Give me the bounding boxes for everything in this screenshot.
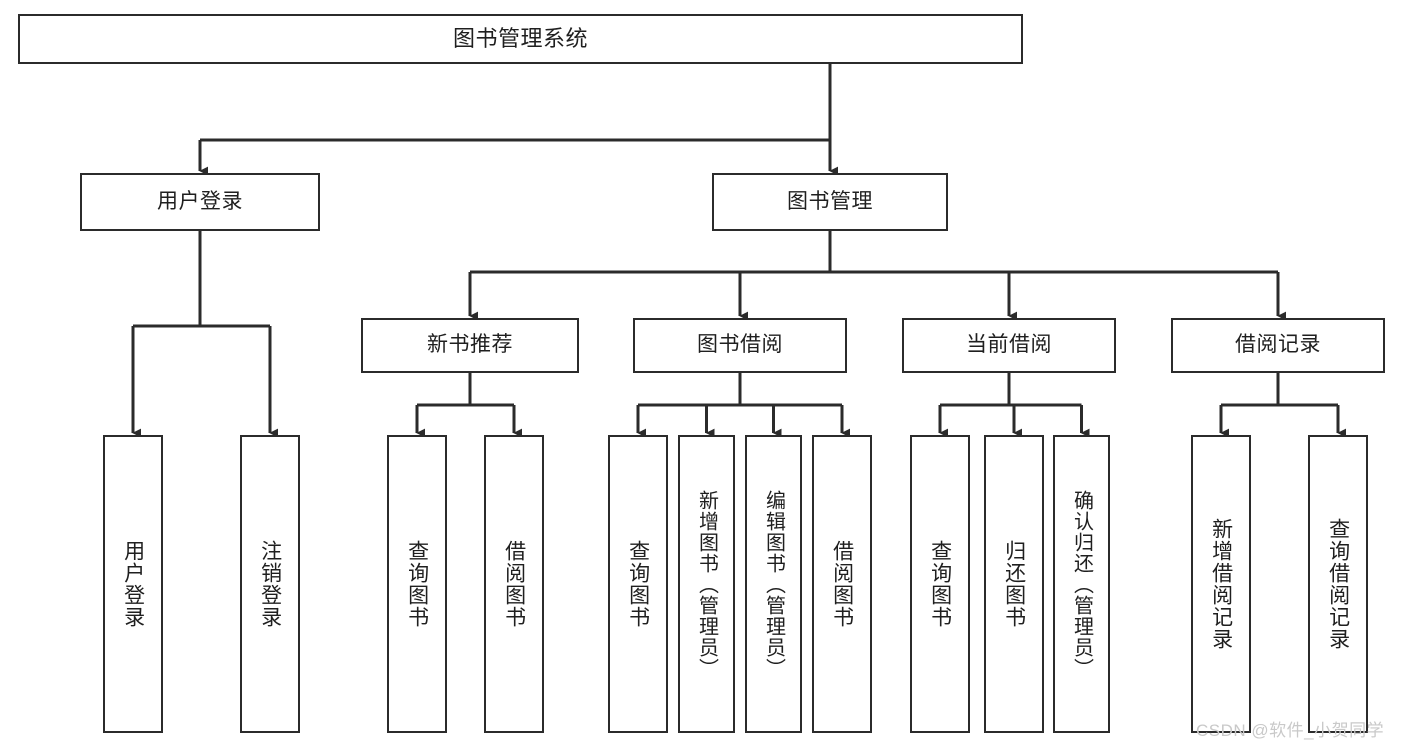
node-root-system[interactable]: 图书管理系统 [18, 14, 1023, 64]
node-user-login[interactable]: 用户登录 [80, 173, 320, 231]
node-leaf-user-logout[interactable]: 注销登录 [240, 435, 300, 733]
node-label: 查询图书 [928, 540, 952, 628]
node-book-manage[interactable]: 图书管理 [712, 173, 948, 231]
node-leaf-user-login[interactable]: 用户登录 [103, 435, 163, 733]
node-leaf-query-book-1[interactable]: 查询图书 [387, 435, 447, 733]
node-book-borrow[interactable]: 图书借阅 [633, 318, 847, 373]
node-leaf-query-book-2[interactable]: 查询图书 [608, 435, 668, 733]
node-new-book-recommend[interactable]: 新书推荐 [361, 318, 579, 373]
node-leaf-query-book-3[interactable]: 查询图书 [910, 435, 970, 733]
node-label: 新增借阅记录 [1209, 518, 1233, 650]
node-leaf-confirm-return[interactable]: 确认归还（管理员） [1053, 435, 1110, 733]
node-label: 查询图书 [405, 540, 429, 628]
node-current-borrow[interactable]: 当前借阅 [902, 318, 1116, 373]
node-leaf-borrow-book-1[interactable]: 借阅图书 [484, 435, 544, 733]
node-label: 新书推荐 [427, 333, 513, 357]
node-label: 查询图书 [626, 540, 650, 628]
node-label: 图书管理系统 [452, 26, 588, 52]
node-label: 借阅图书 [502, 540, 526, 628]
node-label: 图书管理 [787, 189, 873, 213]
node-label: 借阅图书 [830, 540, 854, 628]
watermark-text: CSDN @软件_小贺同学 [1196, 721, 1385, 740]
node-label: 查询借阅记录 [1326, 518, 1350, 650]
node-leaf-borrow-book-2[interactable]: 借阅图书 [812, 435, 872, 733]
node-borrow-record[interactable]: 借阅记录 [1171, 318, 1385, 373]
node-leaf-return-book[interactable]: 归还图书 [984, 435, 1044, 733]
node-label: 编辑图书（管理员） [762, 489, 785, 679]
node-label: 用户登录 [157, 189, 243, 213]
node-label: 确认归还（管理员） [1070, 489, 1093, 679]
node-label: 借阅记录 [1235, 333, 1321, 357]
node-leaf-edit-book[interactable]: 编辑图书（管理员） [745, 435, 802, 733]
node-label: 新增图书（管理员） [695, 489, 718, 679]
node-label: 图书借阅 [697, 333, 783, 357]
node-label: 用户登录 [121, 540, 145, 628]
node-label: 当前借阅 [966, 333, 1052, 357]
node-leaf-add-book[interactable]: 新增图书（管理员） [678, 435, 735, 733]
node-leaf-query-record[interactable]: 查询借阅记录 [1308, 435, 1368, 733]
node-leaf-add-record[interactable]: 新增借阅记录 [1191, 435, 1251, 733]
node-label: 注销登录 [258, 540, 282, 628]
node-label: 归还图书 [1002, 540, 1026, 628]
